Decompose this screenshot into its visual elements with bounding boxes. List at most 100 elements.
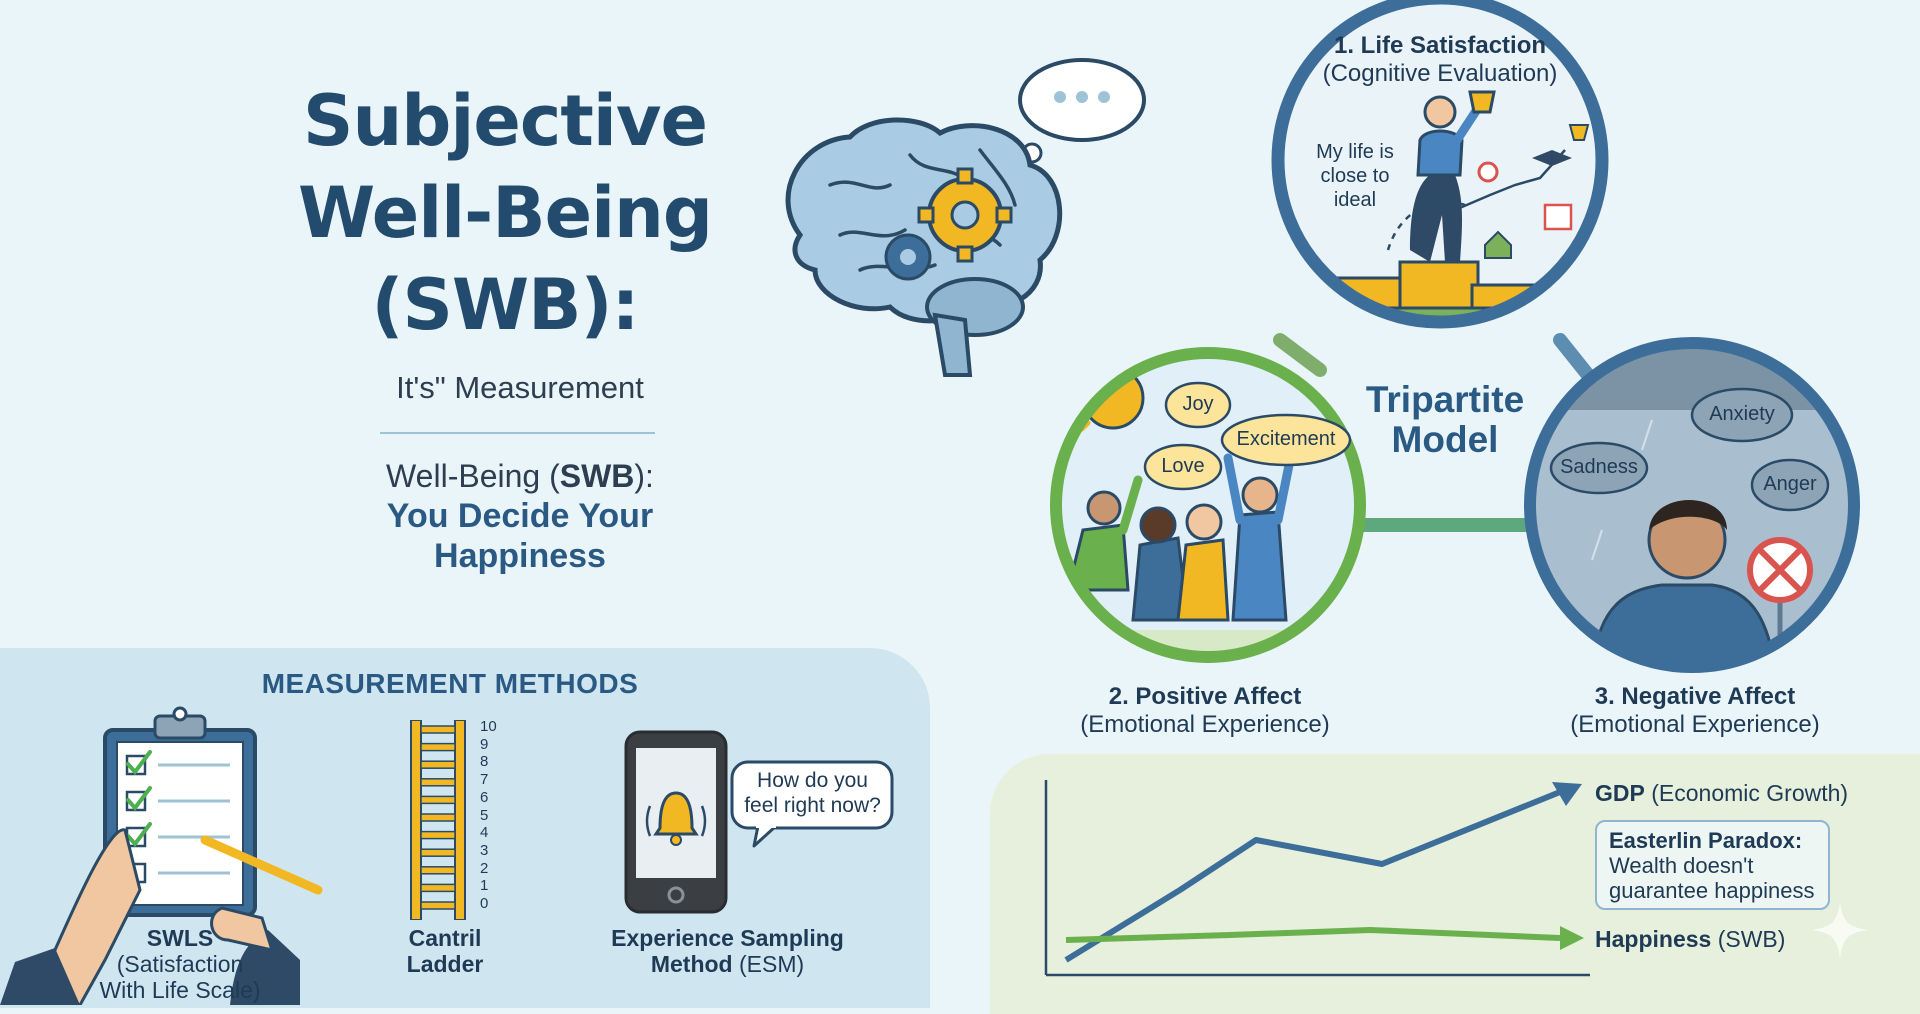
quote-line-2: close to [1320,165,1390,187]
sparkle-icon [1812,902,1868,958]
cantril-line-1: Cantril [408,925,482,951]
swls-line-3: With Life Scale) [99,977,261,1003]
tripartite-line-2: Model [1391,419,1499,460]
easterlin-paradox-box: Easterlin Paradox: Wealth doesn't guaran… [1595,820,1830,910]
positive-affect-scene [1050,347,1366,663]
tagline-line-2: You Decide Your [386,497,654,535]
ladder-tick: 7 [480,771,489,789]
cantril-label: Cantril Ladder [375,925,515,977]
ladder-icon [410,720,466,920]
sadness-bubble: Sadness [1560,456,1638,478]
no-sign-icon [1747,537,1813,650]
positive-affect-title: 2. Positive Affect (Emotional Experience… [1055,683,1355,739]
happiness-label-bold: Happiness [1595,926,1712,952]
speech-bubble [730,760,894,848]
paradox-line-2: Wealth doesn't [1609,853,1754,878]
ladder-rung [420,813,456,822]
tagline-prefix: Well-Being ( [386,458,560,494]
easterlin-chart [1044,780,1590,977]
brain-illustration [785,58,1146,377]
ladder-tick: 1 [480,877,489,895]
joy-bubble: Joy [1182,393,1214,415]
tripartite-label: Tripartite Model [1345,380,1545,460]
happiness-line [1065,926,1561,943]
subtitle: It's" Measurement [396,370,644,405]
ladder-tick: 6 [480,788,489,806]
life-satisfaction-heading: 1. Life Satisfaction [1333,32,1547,59]
negative-affect-scene [1524,337,1860,673]
cantril-line-2: Ladder [406,951,484,977]
gdp-label-rest: (Economic Growth) [1644,780,1849,806]
gdp-label-bold: GDP [1595,780,1645,806]
ladder-rung [420,830,456,840]
esm-line-2-bold: Method [650,951,733,977]
bell-icon [645,791,707,846]
life-satisfaction-circle: 1. Life Satisfaction (Cognitive Evaluati… [1250,0,1630,340]
tagline-line-1: Well-Being (SWB): [300,458,740,495]
tagline-suffix: ): [634,458,654,494]
title-divider [380,432,655,434]
paradox-line-3: guarantee happiness [1609,878,1815,903]
ladder-tick: 5 [480,806,489,824]
positive-affect-subtitle: (Emotional Experience) [1080,711,1330,738]
measurement-heading: MEASUREMENT METHODS [261,668,639,699]
swls-line-2: (Satisfaction [116,951,244,977]
ladder-tick: 3 [480,841,489,859]
ladder-tick: 0 [480,895,489,913]
small-gear-icon [884,233,932,281]
gdp-label: GDP (Economic Growth) [1595,780,1848,807]
calendar-icon [1543,203,1573,231]
location-pin-icon [1477,161,1499,183]
positive-affect-heading: 2. Positive Affect [1108,683,1302,710]
tagline-bold: SWB [559,458,635,494]
ladder-ticks: 10 9 8 7 6 5 4 3 2 1 0 [480,718,510,913]
tagline-emphasis: You Decide Your Happiness [300,496,740,576]
esm-line-2-rest: (ESM) [732,951,805,977]
ladder-tick: 10 [480,718,497,735]
ladder-tick: 9 [480,735,489,753]
paradox-title: Easterlin Paradox: [1609,828,1803,853]
ladder-tick: 2 [480,859,489,877]
ladder-tick: 8 [480,753,489,771]
house-icon [1484,230,1512,259]
tripartite-line-1: Tripartite [1365,379,1525,420]
ladder-rung [420,848,456,857]
esm-question: How do you feel right now? [735,768,890,818]
phone-icon [624,730,728,914]
esm-label: Experience Sampling Method (ESM) [590,925,865,977]
swls-name: SWLS [146,925,214,951]
ladder-rung [420,901,456,910]
ladder-rung [420,795,456,805]
negative-affect-circle: Anxiety Sadness Anger [1512,330,1872,690]
excitement-bubble: Excitement [1236,428,1336,450]
happiness-label-rest: (SWB) [1711,926,1786,952]
title-line-2: Well-Being [298,172,713,254]
positive-affect-circle: Joy Excitement Love [1028,330,1388,690]
title-line-3: (SWB): [371,264,640,346]
love-bubble: Love [1161,455,1205,477]
gear-icon [917,167,1013,263]
esm-question-line-2: feel right now? [744,794,881,817]
gdp-arrowhead [1552,782,1582,806]
ladder-tick: 4 [480,824,489,842]
esm-question-line-1: How do you [757,769,868,792]
quote-line-1: My life is [1316,141,1394,163]
graduation-cap-icon [1532,150,1572,166]
tagline-line-3: Happiness [434,537,606,575]
ladder-rung [420,778,456,787]
anxiety-bubble: Anxiety [1709,403,1775,425]
anger-bubble: Anger [1763,473,1817,495]
ladder-rung [420,866,456,875]
life-satisfaction-scene [1271,0,1609,329]
quote-line-3: ideal [1333,189,1377,211]
page-title: Subjective Well-Being (SWB): [260,75,750,351]
esm-line-1: Experience Sampling [611,925,844,951]
title-line-1: Subjective [303,80,708,162]
gdp-line [1064,789,1562,963]
happiness-label: Happiness (SWB) [1595,926,1785,953]
trophy-small-icon [1568,124,1590,141]
swls-label: SWLS (Satisfaction With Life Scale) [90,925,270,1003]
ladder-rung [420,725,456,734]
life-satisfaction-title: 1. Life Satisfaction (Cognitive Evaluati… [1310,32,1570,88]
negative-affect-heading: 3. Negative Affect [1594,683,1796,710]
